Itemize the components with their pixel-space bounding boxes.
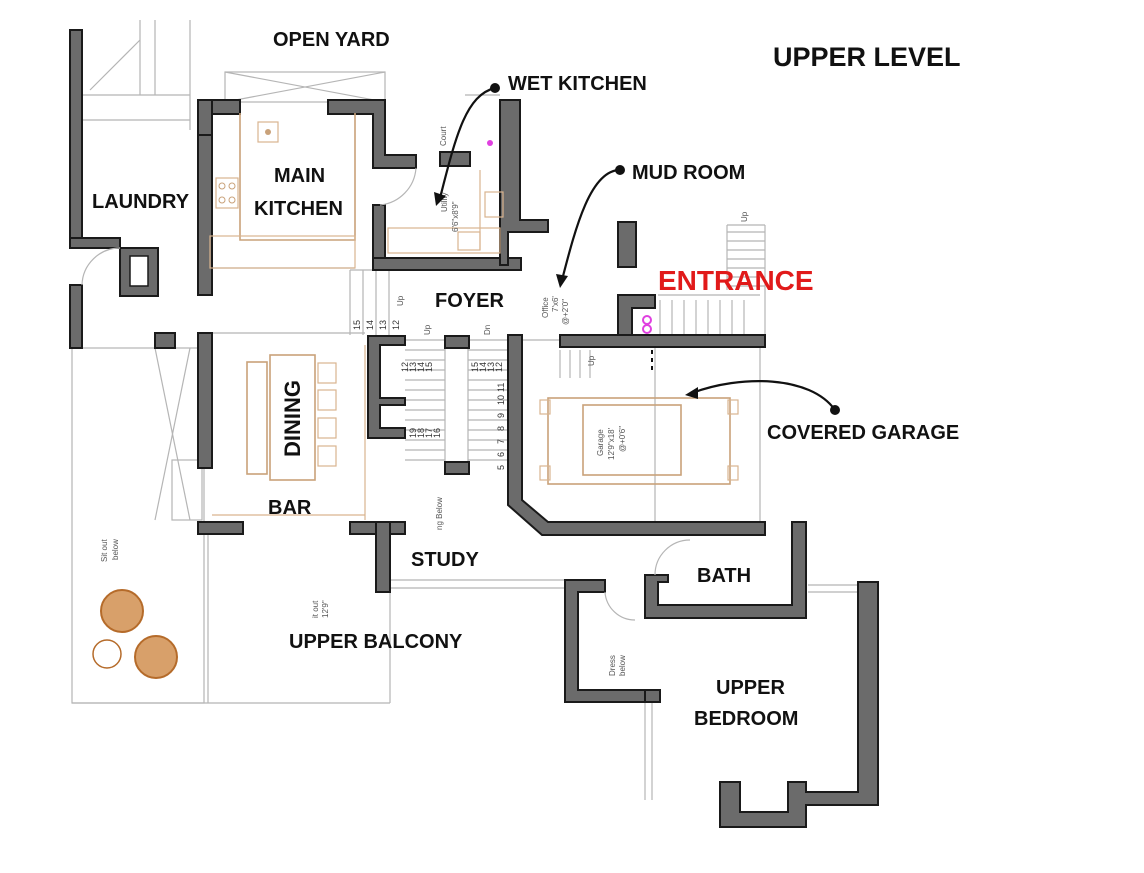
stair-step-number: 19 [408,428,418,438]
garage-level-note: @+0'6" [618,426,627,452]
court-note: Court [439,126,448,146]
stair-step-number: 13 [408,362,418,372]
wet-kitchen-arrow [438,86,496,199]
garage-dim-note: 12'9"x18' [607,427,616,460]
stair-step-number: 14 [416,362,426,372]
ng-below-note: ng Below [435,497,444,530]
garage-arrow-dot [830,405,840,415]
mud-room-label: MUD ROOM [632,162,745,184]
stair-dn-note: Dn [483,325,492,335]
stair-step-number: 18 [416,428,426,438]
wet-kitchen-arrow-dot [490,83,500,93]
bar-label: BAR [268,497,312,519]
page-title: UPPER LEVEL [773,42,961,72]
balcony-dim-note: 12'9" [321,600,330,618]
stair-step-number: 17 [424,428,434,438]
stair-up-note-1: Up [396,295,405,306]
sit-out-below-note: below [111,539,120,560]
office-note: Office [541,297,550,318]
laundry-label: LAUNDRY [92,191,190,213]
stair-step-number: 12 [494,362,504,372]
dress-note: Dress [608,655,617,676]
stair-step-number: 12 [391,320,401,330]
mud-room-arrow [560,168,621,281]
upper-balcony-label: UPPER BALCONY [289,631,463,653]
stair-step-number: 14 [478,362,488,372]
main-kitchen-label-line1: MAIN [274,165,325,187]
garage-note: Garage [596,429,605,456]
stair-step-number: 12 [400,362,410,372]
study-label: STUDY [411,549,479,571]
furniture [81,113,739,679]
stair-step-number: 11 [496,383,506,392]
balcony-note: it out [311,600,320,618]
dress-below-note: below [618,655,627,676]
stair-step-number: 5 [496,465,506,470]
stair-up-note-4: Up [740,211,749,222]
stair-step-number: 9 [496,413,506,418]
sit-out-note: Sit out [100,539,109,562]
stair-step-number: 15 [352,320,362,330]
foyer-label: FOYER [435,290,504,312]
stair-up-note-3: Up [587,355,596,366]
utility-dim-note: 6'6"x8'9" [451,201,460,232]
stair-step-number: 8 [496,426,506,431]
covered-garage-label: COVERED GARAGE [767,422,959,444]
stair-step-number: 15 [470,362,480,372]
walls [69,29,879,828]
small-notes: Court Utility 6'6"x8'9" Office 7'x6' @+2… [100,126,749,676]
bath-label: BATH [697,565,751,587]
room-labels: UPPER LEVEL OPEN YARD WET KITCHEN MUD RO… [92,29,961,730]
stair-up-note-2: Up [423,324,432,335]
upper-bedroom-label-line2: BEDROOM [694,708,798,730]
garage-arrow [691,380,836,411]
office-level-note: @+2'0" [561,299,570,325]
utility-note: Utility [440,192,449,212]
thin-lines [71,20,858,800]
stair-step-number: 6 [496,452,506,457]
entrance-label: ENTRANCE [658,265,814,296]
stair-step-number: 14 [365,320,375,330]
stair-step-number: 16 [432,428,442,438]
dining-label: DINING [280,380,305,457]
wet-kitchen-label: WET KITCHEN [508,73,647,95]
upper-bedroom-label-line1: UPPER [716,677,785,699]
stair-step-number: 13 [378,320,388,330]
stair-step-number: 13 [486,362,496,372]
annotation-arrows [434,83,840,415]
main-kitchen-label-line2: KITCHEN [254,198,343,220]
office-dim-note: 7'x6' [551,296,560,312]
stair-step-number: 10 [496,395,506,405]
open-yard-label: OPEN YARD [273,29,390,51]
stair-step-number: 7 [496,439,506,444]
mud-room-arrow-dot [615,165,625,175]
stair-step-number: 15 [424,362,434,372]
